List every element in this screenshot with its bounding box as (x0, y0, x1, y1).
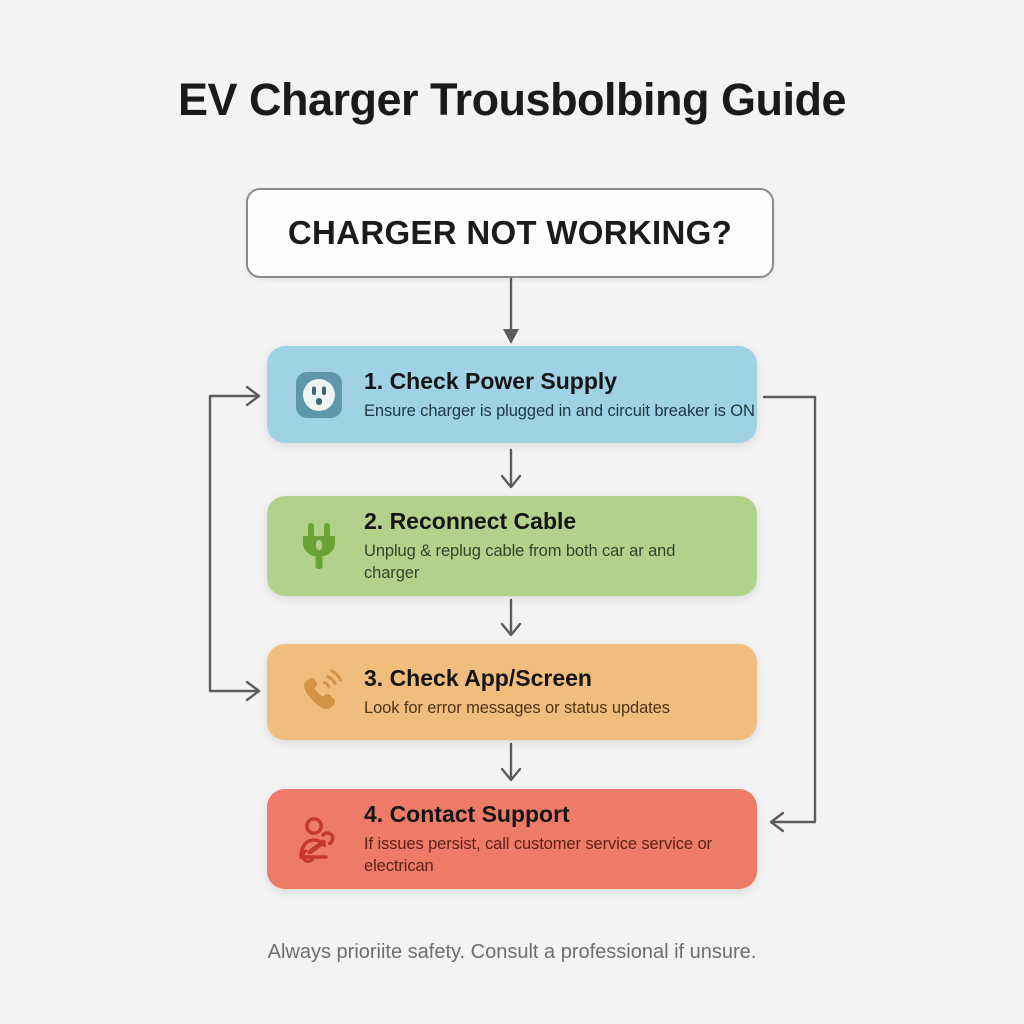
step-text-group: 3. Check App/Screen Look for error messa… (364, 665, 670, 719)
right-loop-connector (762, 395, 817, 824)
left-loop-connector (208, 394, 260, 693)
step-title-1: 1. Check Power Supply (364, 367, 618, 394)
power-outlet-icon (293, 369, 345, 421)
footer-note: Always prioriite safety. Consult a profe… (267, 941, 757, 963)
arrowhead-step3 (500, 622, 522, 637)
step-text-group: 4. Contact Support If issues persist, ca… (364, 801, 712, 877)
step-title-3: 3. Check App/Screen (364, 665, 592, 691)
phone-call-icon (293, 666, 345, 718)
left-loop-arrowhead-top (245, 385, 261, 407)
page-title: EV Charger Trousbolbing Guide (177, 74, 847, 125)
left-loop-arrowhead-bottom (245, 680, 261, 702)
arrowhead-step1-solid (503, 329, 519, 344)
right-loop-arrowhead (769, 811, 785, 833)
question-box: CHARGER NOT WORKING? (246, 188, 774, 278)
step-desc-4: If issues persist, call customer service… (364, 835, 712, 875)
technician-wrench-icon (293, 813, 345, 865)
arrowhead-step4 (500, 767, 522, 782)
arrowhead-step2 (500, 474, 522, 489)
step-box-2: 2. Reconnect Cable Unplug & replug cable… (267, 496, 757, 596)
step-box-4: 4. Contact Support If issues persist, ca… (267, 789, 757, 889)
step-box-1: 1. Check Power Supply Ensure charger is … (267, 346, 757, 443)
step-text-group: 2. Reconnect Cable Unplug & replug cable… (364, 508, 712, 584)
step-desc-2: Unplug & replug cable from both car ar a… (364, 542, 676, 582)
power-plug-icon (293, 520, 345, 572)
step-title-2: 2. Reconnect Cable (364, 508, 577, 534)
step-title-4: 4. Contact Support (364, 801, 570, 827)
step-desc-1: Ensure charger is plugged in and circuit… (364, 401, 755, 420)
question-text: CHARGER NOT WORKING? (287, 214, 733, 251)
step-text-group: 1. Check Power Supply Ensure charger is … (364, 368, 755, 422)
step-box-3: 3. Check App/Screen Look for error messa… (267, 644, 757, 740)
step-desc-3: Look for error messages or status update… (364, 699, 670, 717)
